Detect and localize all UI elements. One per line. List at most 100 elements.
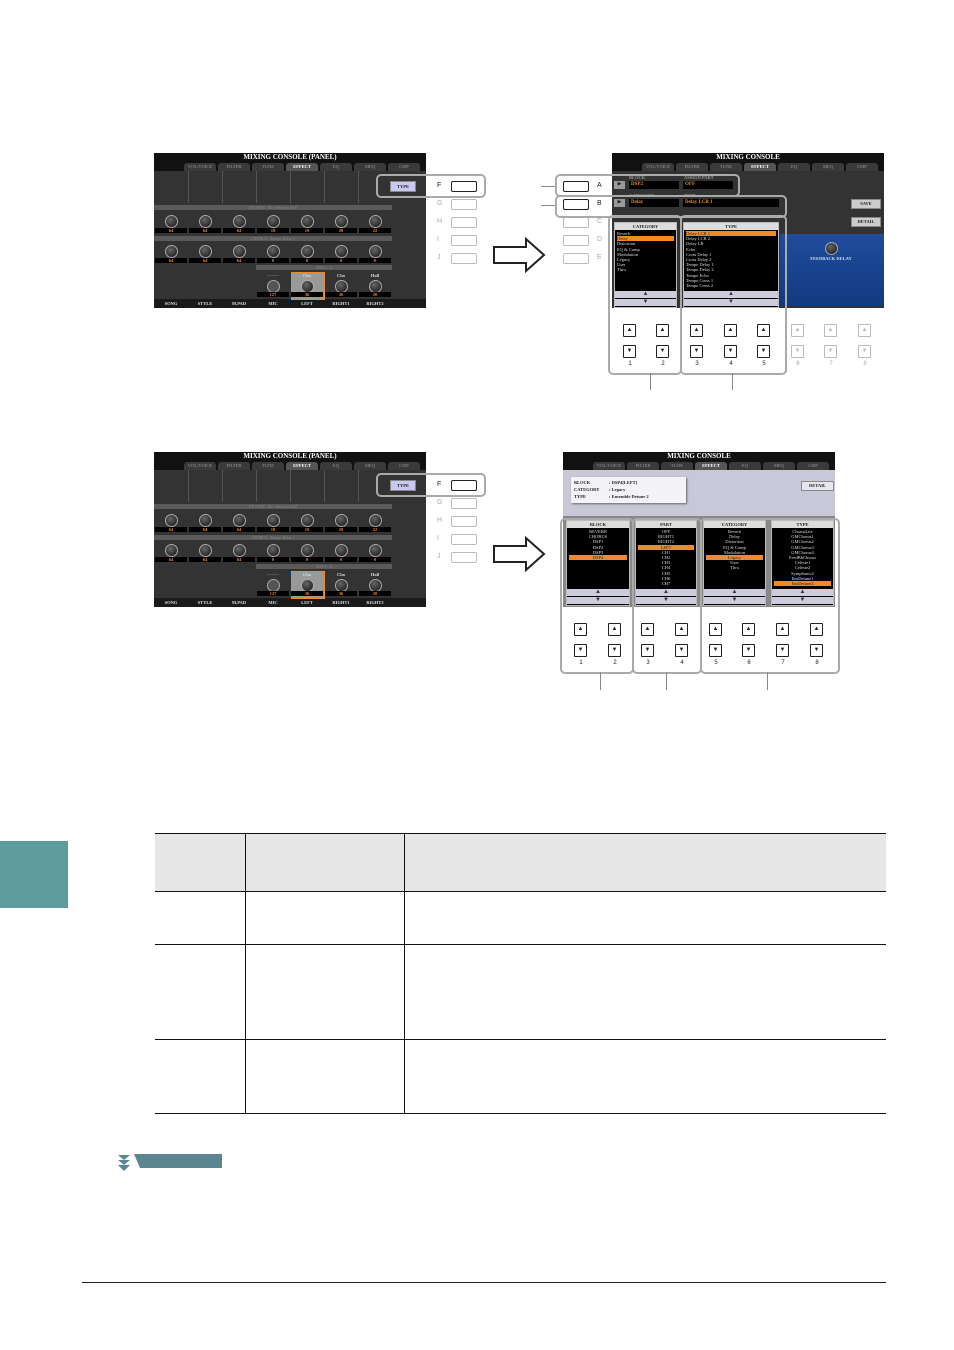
down-button-8[interactable]: ▼ bbox=[810, 644, 823, 657]
side-button-h[interactable] bbox=[451, 516, 477, 527]
scroll-down-button[interactable]: ▼ bbox=[567, 597, 629, 604]
tab-tune[interactable]: TUNE bbox=[661, 462, 693, 470]
list-item[interactable]: Celeste1 bbox=[794, 560, 811, 566]
up-button-7[interactable]: ▲ bbox=[776, 623, 789, 636]
list-item[interactable]: Cross Delay 1 bbox=[686, 251, 712, 257]
list-item[interactable]: Tempo Cross 2 bbox=[686, 283, 714, 288]
type-button[interactable]: TYPE bbox=[390, 181, 416, 192]
list-item[interactable]: User bbox=[617, 262, 626, 268]
list-item[interactable]: Modulation bbox=[617, 251, 638, 257]
down-button-2[interactable]: ▼ bbox=[608, 644, 621, 657]
list-item[interactable]: Tempo Delay 2 bbox=[686, 267, 714, 273]
scroll-down-button[interactable]: ▼ bbox=[684, 299, 778, 306]
chorus-knob[interactable] bbox=[199, 544, 212, 557]
tab-vol-voice[interactable]: VOL/VOICE bbox=[184, 462, 216, 470]
list-item[interactable]: RIGHT1 bbox=[658, 534, 674, 540]
up-button-5[interactable]: ▲ bbox=[757, 324, 770, 337]
list-item[interactable]: Symphonic2 bbox=[791, 570, 814, 576]
side-button-d[interactable] bbox=[563, 235, 589, 246]
list-item[interactable]: DSP4 bbox=[569, 555, 627, 561]
side-button-b[interactable] bbox=[563, 199, 589, 210]
list-item[interactable]: GMChorus1 bbox=[791, 534, 814, 540]
reverb-knob[interactable] bbox=[233, 514, 246, 527]
down-button-7[interactable]: ▼ bbox=[824, 345, 837, 358]
tab-effect[interactable]: EFFECT bbox=[286, 462, 318, 470]
list-item[interactable]: User bbox=[730, 560, 739, 566]
down-button-5[interactable]: ▼ bbox=[709, 644, 722, 657]
list-item[interactable]: Delay bbox=[617, 236, 674, 242]
list-item[interactable]: Distortion bbox=[725, 539, 744, 545]
tab-eq[interactable]: EQ bbox=[320, 163, 352, 171]
list-item[interactable]: EQ & Comp bbox=[723, 544, 746, 550]
list-item[interactable]: CH6 bbox=[661, 575, 671, 581]
tab-effect[interactable]: EFFECT bbox=[744, 163, 776, 171]
tab-filter[interactable]: FILTER bbox=[218, 163, 250, 171]
up-button-6[interactable]: ▲ bbox=[742, 623, 755, 636]
list-item[interactable]: Thru bbox=[730, 565, 739, 571]
feedback-delay-knob[interactable] bbox=[825, 242, 838, 255]
chorus-knob[interactable] bbox=[267, 544, 280, 557]
up-button-4[interactable]: ▲ bbox=[675, 623, 688, 636]
list-item[interactable]: DSP3 bbox=[592, 549, 604, 555]
down-button-1[interactable]: ▼ bbox=[574, 644, 587, 657]
reverb-knob[interactable] bbox=[199, 514, 212, 527]
side-button-g[interactable] bbox=[451, 498, 477, 509]
list-item[interactable]: Modulation bbox=[724, 549, 745, 555]
list-item[interactable]: Reverb bbox=[617, 231, 630, 236]
down-button-1[interactable]: ▼ bbox=[623, 345, 636, 358]
list-item[interactable]: DSP2 bbox=[592, 544, 604, 550]
tab-effect[interactable]: EFFECT bbox=[286, 163, 318, 171]
chorus-knob[interactable] bbox=[335, 544, 348, 557]
up-button-3[interactable]: ▲ bbox=[690, 324, 703, 337]
side-button-j[interactable] bbox=[451, 552, 477, 563]
list-item[interactable]: CH1 bbox=[661, 549, 671, 555]
chorus-knob[interactable] bbox=[233, 245, 246, 258]
chorus-knob[interactable] bbox=[335, 245, 348, 258]
tab-cmp[interactable]: CMP bbox=[846, 163, 878, 171]
list-item[interactable]: ChorusLite bbox=[792, 529, 813, 534]
detail-button[interactable]: DETAIL bbox=[851, 217, 881, 227]
list-item[interactable]: OFF bbox=[661, 529, 671, 534]
chorus-knob[interactable] bbox=[369, 544, 382, 557]
tab-eq[interactable]: EQ bbox=[320, 462, 352, 470]
chorus-knob[interactable] bbox=[301, 245, 314, 258]
chorus-knob[interactable] bbox=[369, 245, 382, 258]
scroll-down-button[interactable]: ▼ bbox=[636, 597, 696, 604]
side-button-a[interactable] bbox=[563, 181, 589, 192]
reverb-knob[interactable] bbox=[165, 215, 178, 228]
list-item[interactable]: RIGHT2 bbox=[658, 539, 674, 545]
play-b-button[interactable]: ▶ bbox=[614, 199, 625, 207]
list-item[interactable]: CHORUS bbox=[588, 534, 608, 540]
list-item[interactable]: CH4 bbox=[661, 565, 671, 571]
list-item[interactable]: Distortion bbox=[617, 241, 636, 247]
tab-filter[interactable]: FILTER bbox=[218, 462, 250, 470]
block-field[interactable]: DSP2 bbox=[629, 181, 679, 189]
tab-meq[interactable]: MEQ bbox=[354, 462, 386, 470]
chorus-knob[interactable] bbox=[199, 245, 212, 258]
side-button-e[interactable] bbox=[563, 253, 589, 264]
list-item[interactable]: Tempo Delay 1 bbox=[686, 262, 714, 268]
down-button-6[interactable]: ▼ bbox=[791, 345, 804, 358]
scroll-down-button[interactable]: ▼ bbox=[704, 597, 765, 604]
down-button-3[interactable]: ▼ bbox=[641, 644, 654, 657]
type-button[interactable]: TYPE bbox=[390, 480, 416, 491]
down-button-4[interactable]: ▼ bbox=[724, 345, 737, 358]
scroll-up-button[interactable]: ▲ bbox=[704, 589, 765, 596]
up-button-2[interactable]: ▲ bbox=[608, 623, 621, 636]
save-button[interactable]: SAVE bbox=[851, 199, 881, 209]
reverb-knob[interactable] bbox=[199, 215, 212, 228]
scroll-down-button[interactable]: ▼ bbox=[772, 597, 833, 604]
list-item[interactable]: FeedBkChorus bbox=[789, 555, 816, 560]
list-item[interactable]: Echo bbox=[686, 246, 696, 252]
list-item[interactable]: Reverb bbox=[728, 529, 741, 534]
chorus-knob[interactable] bbox=[301, 544, 314, 557]
scroll-up-button[interactable]: ▲ bbox=[684, 291, 778, 298]
chorus-knob[interactable] bbox=[233, 544, 246, 557]
up-button-5[interactable]: ▲ bbox=[709, 623, 722, 636]
up-button-8[interactable]: ▲ bbox=[810, 623, 823, 636]
tab-meq[interactable]: MEQ bbox=[763, 462, 795, 470]
